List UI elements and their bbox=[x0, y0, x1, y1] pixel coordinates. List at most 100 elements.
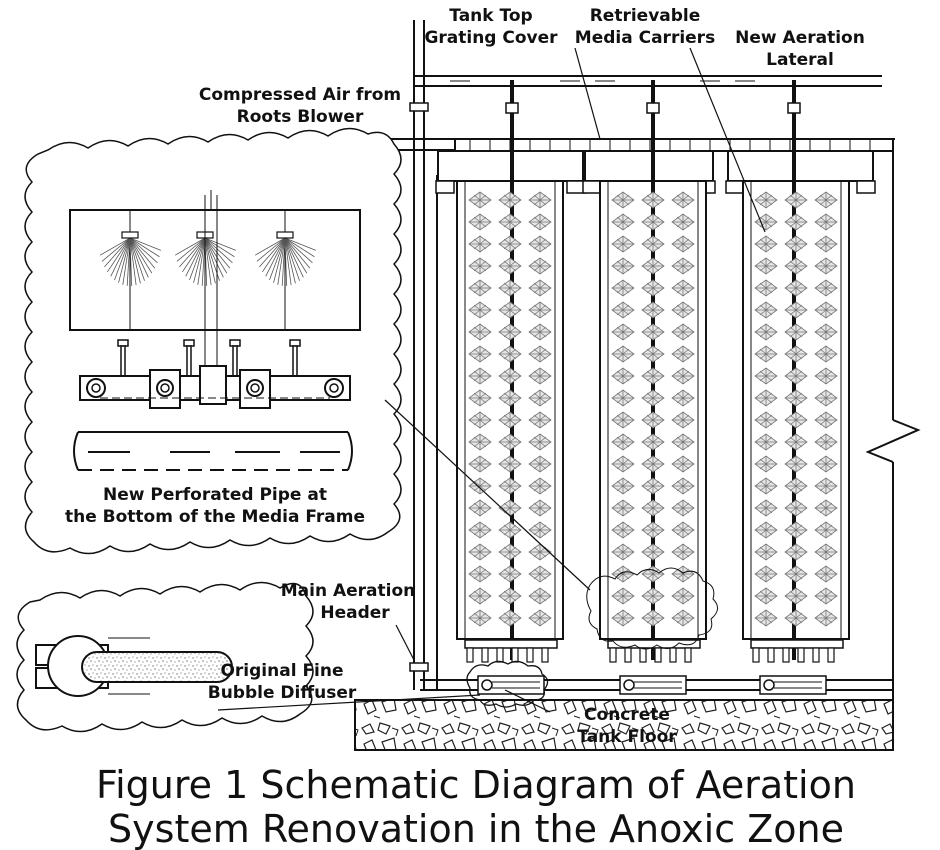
fan-blade bbox=[273, 237, 286, 283]
media-carrier-element bbox=[468, 213, 492, 231]
media-carrier-element bbox=[814, 521, 838, 539]
media-carrier-element bbox=[754, 367, 778, 385]
media-carrier-element bbox=[498, 367, 522, 385]
media-carrier-element bbox=[641, 499, 665, 517]
media-carrier-element bbox=[498, 213, 522, 231]
media-carrier-frame-1 bbox=[435, 80, 586, 660]
media-carrier-element bbox=[528, 301, 552, 319]
media-carrier-element bbox=[671, 257, 695, 275]
media-carrier-element bbox=[641, 455, 665, 473]
media-carrier-element bbox=[498, 345, 522, 363]
media-carrier-element bbox=[641, 543, 665, 561]
media-carrier-element bbox=[611, 235, 635, 253]
caption-line-1: Figure 1 Schematic Diagram of Aeration bbox=[96, 763, 856, 807]
fan-blade bbox=[118, 237, 131, 283]
frame-foot bbox=[541, 647, 549, 663]
media-carrier-element bbox=[671, 411, 695, 429]
media-carrier-element bbox=[784, 543, 808, 561]
media-carrier-element bbox=[641, 367, 665, 385]
frame-foot bbox=[496, 647, 504, 663]
fan-blade bbox=[179, 237, 206, 268]
media-carrier-element bbox=[528, 257, 552, 275]
media-carrier-element bbox=[814, 499, 838, 517]
media-carrier-element bbox=[814, 345, 838, 363]
media-carrier-element bbox=[528, 587, 552, 605]
media-carrier-element bbox=[754, 301, 778, 319]
media-carrier-element bbox=[754, 543, 778, 561]
frame-foot bbox=[669, 647, 677, 663]
media-carrier-element bbox=[784, 389, 808, 407]
frame-feet bbox=[466, 647, 835, 663]
fan-cap bbox=[276, 231, 294, 239]
media-carrier-element bbox=[641, 235, 665, 253]
media-carrier-element bbox=[498, 235, 522, 253]
media-carrier-element bbox=[498, 609, 522, 627]
media-carrier-element bbox=[611, 257, 635, 275]
label-compressed-air: Compressed Air from bbox=[199, 85, 401, 105]
fan-blade bbox=[284, 237, 296, 284]
media-carrier-element bbox=[528, 279, 552, 297]
label-media-frame-bottom: the Bottom of the Media Frame bbox=[65, 507, 365, 527]
media-carrier-element bbox=[528, 477, 552, 495]
media-carrier-element bbox=[498, 433, 522, 451]
fan-blade bbox=[185, 237, 206, 277]
label-concrete: Concrete bbox=[584, 705, 670, 725]
media-carrier-element bbox=[528, 433, 552, 451]
fan-blade bbox=[281, 237, 286, 286]
media-carrier-element bbox=[784, 477, 808, 495]
media-carrier-element bbox=[754, 235, 778, 253]
fan-blade bbox=[204, 237, 228, 274]
media-carrier-element bbox=[814, 279, 838, 297]
media-carrier-element bbox=[641, 587, 665, 605]
media-carrier-element bbox=[611, 345, 635, 363]
fan-blade bbox=[129, 237, 145, 281]
fan-blade bbox=[284, 237, 317, 251]
fan-blade bbox=[129, 237, 149, 278]
frame-foot bbox=[624, 647, 632, 663]
media-carrier-element bbox=[468, 345, 492, 363]
media-carrier-element bbox=[754, 477, 778, 495]
label-header: Header bbox=[320, 603, 390, 623]
media-carrier-element bbox=[498, 191, 522, 209]
media-carrier-element bbox=[611, 323, 635, 341]
media-carrier-element bbox=[784, 455, 808, 473]
media-carrier-element bbox=[468, 433, 492, 451]
media-carrier-element bbox=[528, 609, 552, 627]
media-carrier-element bbox=[468, 543, 492, 561]
cloud-highlight-diffuser bbox=[466, 660, 549, 708]
media-carrier-element bbox=[671, 433, 695, 451]
fan-blade bbox=[107, 237, 131, 273]
media-carrier-element bbox=[498, 301, 522, 319]
media-carrier-element bbox=[468, 565, 492, 583]
fan-blade bbox=[104, 237, 131, 268]
media-carrier-element bbox=[754, 565, 778, 583]
label-perforated-pipe: New Perforated Pipe at bbox=[103, 485, 327, 505]
fan-blade bbox=[110, 237, 131, 277]
media-carrier-element bbox=[671, 477, 695, 495]
media-carrier-element bbox=[671, 191, 695, 209]
label-tank-top: Tank Top bbox=[449, 6, 532, 26]
frame-foot bbox=[684, 647, 692, 663]
fan-blade bbox=[284, 237, 300, 281]
media-fill-pattern bbox=[468, 191, 838, 627]
media-carrier-element bbox=[754, 609, 778, 627]
media-carrier-element bbox=[611, 411, 635, 429]
media-carrier-element bbox=[754, 279, 778, 297]
figure-caption: Figure 1 Schematic Diagram of Aeration S… bbox=[96, 763, 856, 850]
fan-blade bbox=[129, 237, 141, 284]
media-carrier-element bbox=[784, 411, 808, 429]
caption-line-2: System Renovation in the Anoxic Zone bbox=[108, 807, 844, 850]
media-carrier-element bbox=[784, 587, 808, 605]
media-carrier-element bbox=[611, 213, 635, 231]
fan-blade bbox=[256, 237, 286, 262]
media-carrier-element bbox=[784, 323, 808, 341]
fan-blade bbox=[204, 237, 233, 264]
media-carrier-element bbox=[754, 587, 778, 605]
fan-blade bbox=[204, 237, 237, 251]
media-carrier-element bbox=[468, 477, 492, 495]
media-carrier-frame-2 bbox=[582, 80, 716, 660]
media-carrier-element bbox=[784, 521, 808, 539]
media-carrier-element bbox=[784, 279, 808, 297]
media-carrier-element bbox=[784, 257, 808, 275]
media-carrier-element bbox=[468, 367, 492, 385]
